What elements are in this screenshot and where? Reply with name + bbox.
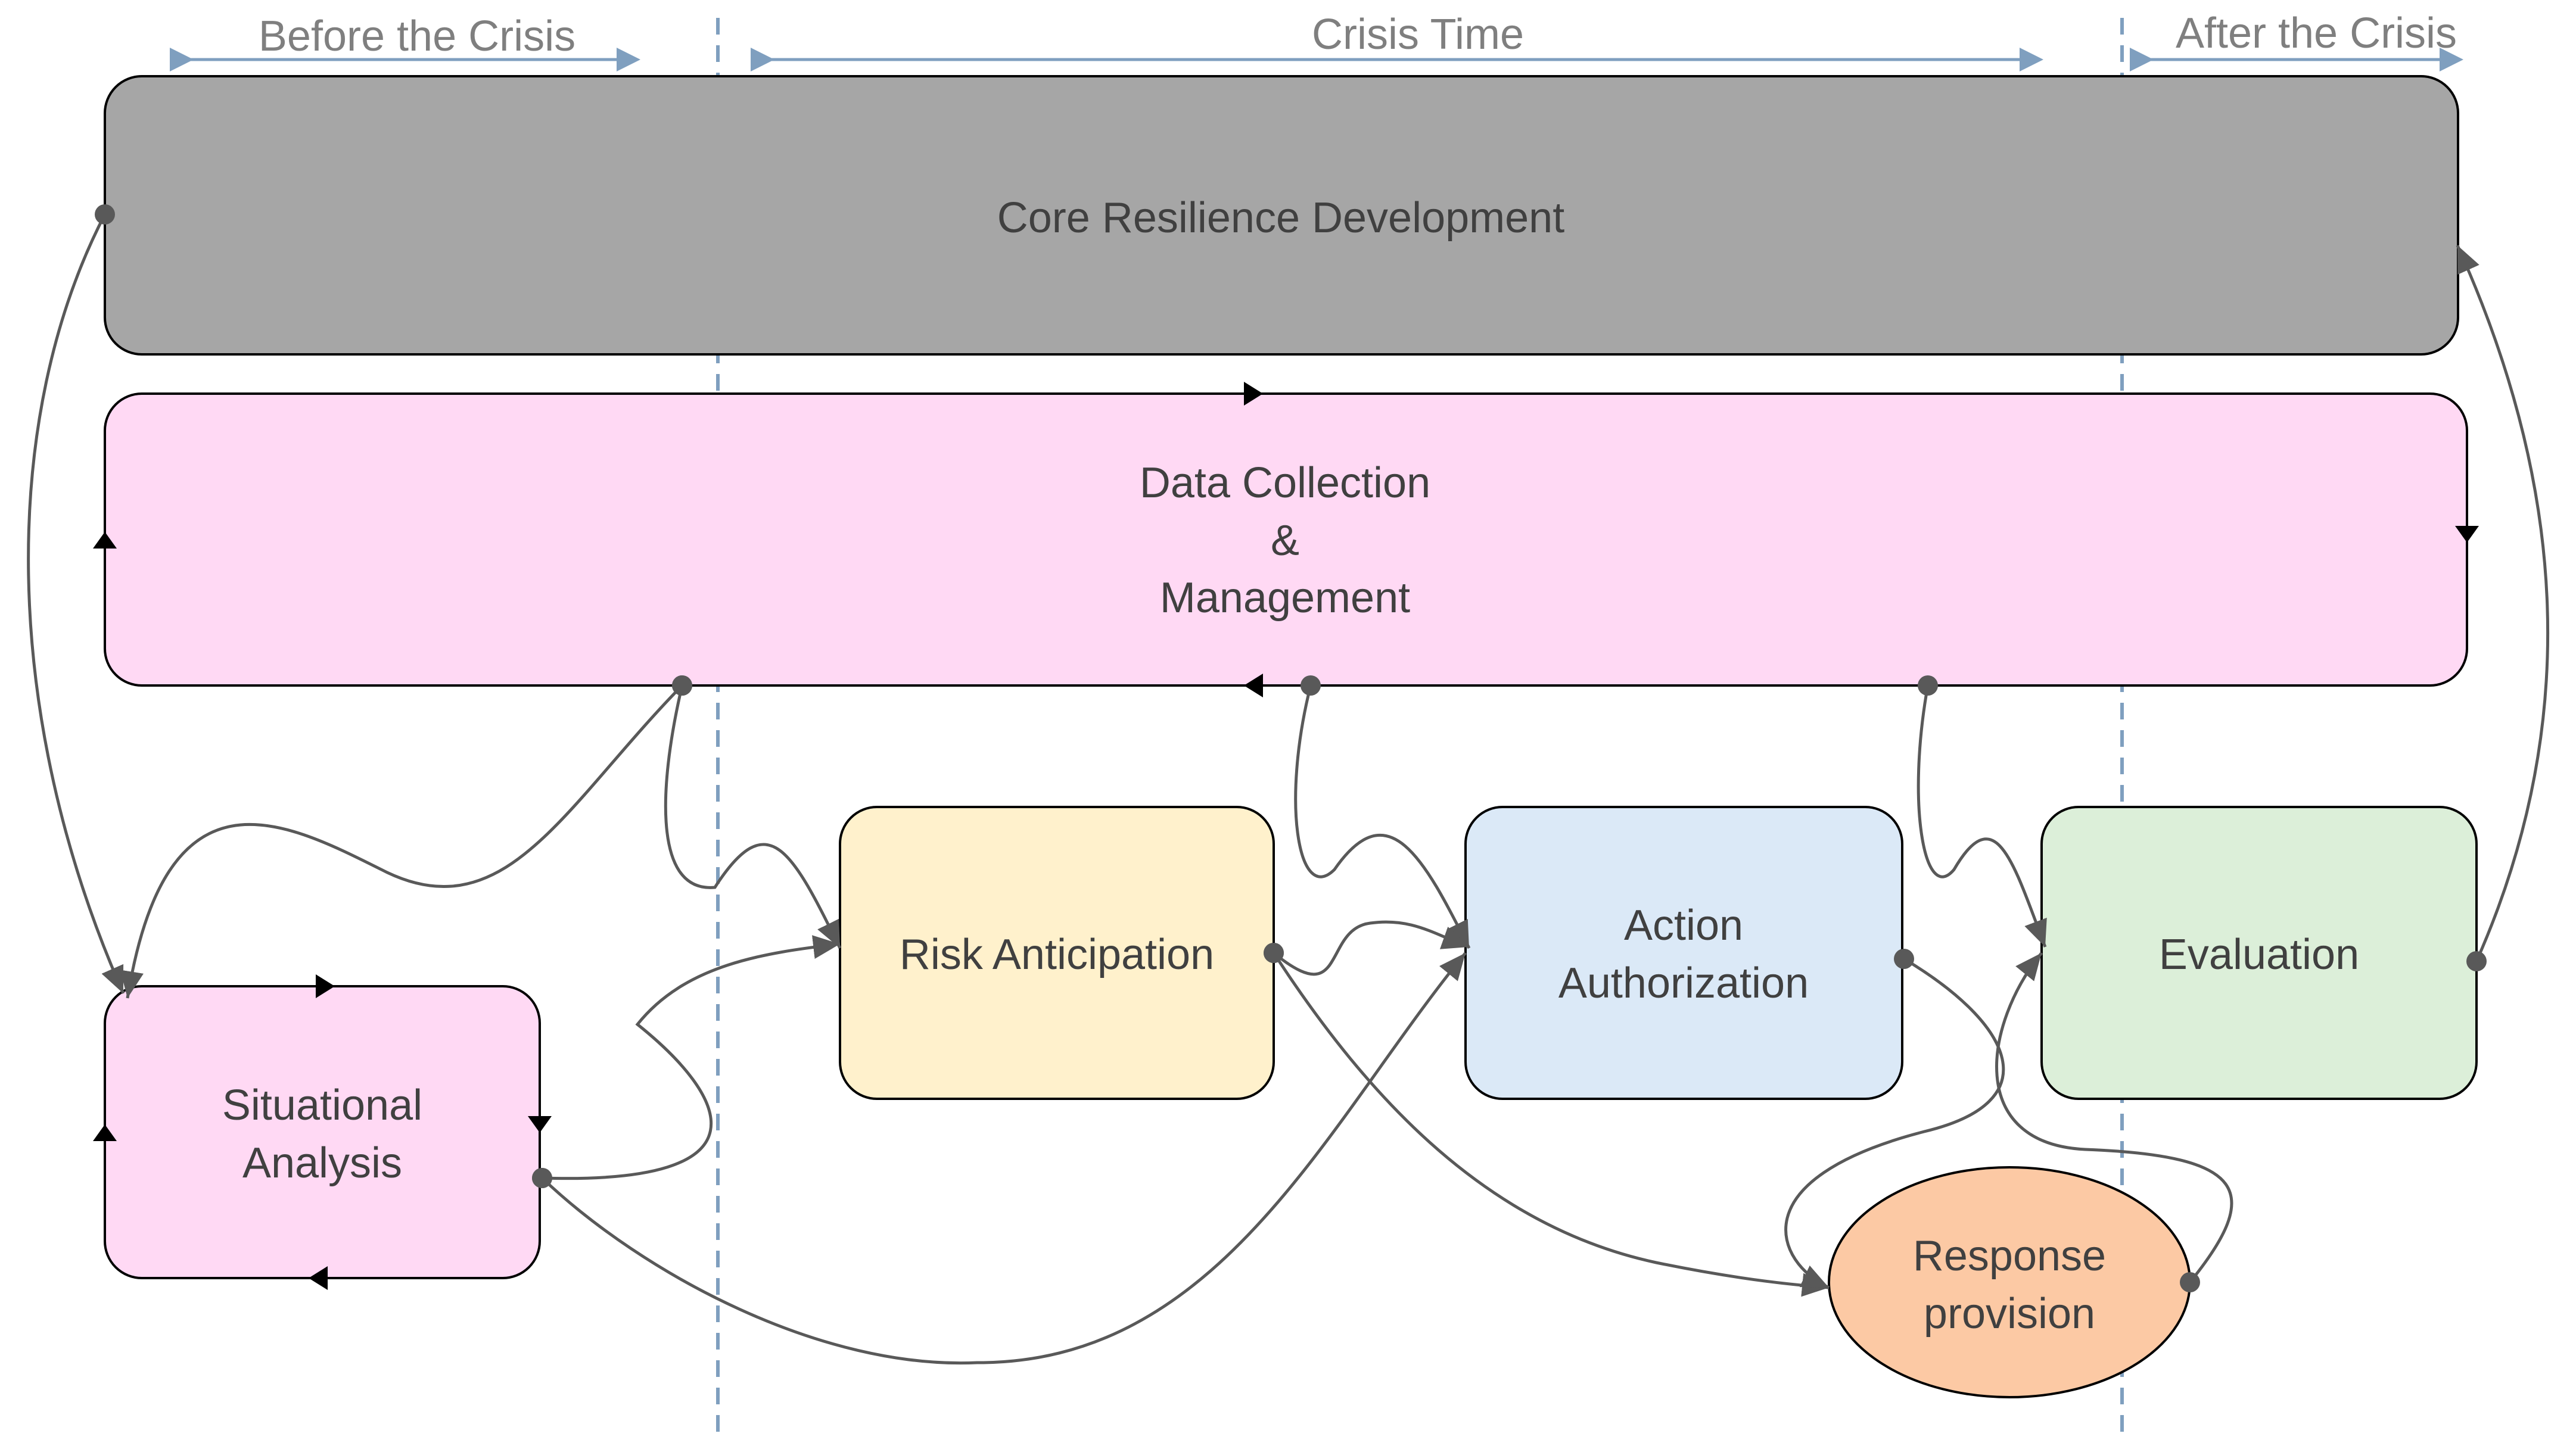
risk-anticipation-label: Risk Anticipation xyxy=(900,931,1214,979)
action-authorization-label-2: Authorization xyxy=(1558,959,1809,1007)
phase-label-before: Before the Crisis xyxy=(259,13,575,60)
connector-core-to-situational xyxy=(27,204,125,995)
phase-label-after: After the Crisis xyxy=(2176,10,2457,57)
data-collection-label-1: Data Collection xyxy=(1140,459,1430,507)
connector-response-to-evaluation xyxy=(1995,952,2233,1293)
response-provision-label-1: Response xyxy=(1913,1232,2106,1280)
situational-analysis-box xyxy=(104,985,541,1279)
response-provision-ellipse xyxy=(1828,1166,2191,1398)
connector-risk-to-action xyxy=(1263,920,1470,976)
phase-label-crisis: Crisis Time xyxy=(1312,11,1524,58)
response-provision-label-2: provision xyxy=(1924,1290,2095,1338)
connector-data-to-evaluation xyxy=(1917,675,2047,948)
connector-situational-to-risk xyxy=(531,935,841,1189)
connector-action-to-response xyxy=(1784,948,2005,1289)
action-authorization-label-1: Action xyxy=(1624,902,1743,949)
data-collection-label-3: Management xyxy=(1160,574,1410,622)
core-resilience-label: Core Resilience Development xyxy=(997,194,1564,242)
data-cycle-arrow-top xyxy=(1244,382,1263,406)
connector-data-to-action xyxy=(1294,675,1471,949)
data-cycle-arrow-bottom xyxy=(1244,674,1263,697)
situational-cycle-arrow-bottom xyxy=(309,1266,328,1290)
connector-data-to-situational xyxy=(120,675,693,999)
data-collection-label-2: & xyxy=(1271,517,1299,565)
connector-evaluation-to-core xyxy=(2456,244,2550,972)
situational-analysis-label-2: Analysis xyxy=(242,1139,402,1187)
situational-cycle-arrow-left xyxy=(93,1124,117,1141)
action-authorization-box xyxy=(1464,806,1903,1100)
connector-data-to-risk xyxy=(664,675,842,949)
situational-analysis-label-1: Situational xyxy=(222,1082,422,1129)
connector-risk-to-response xyxy=(1263,942,1830,1297)
evaluation-label: Evaluation xyxy=(2159,931,2359,979)
